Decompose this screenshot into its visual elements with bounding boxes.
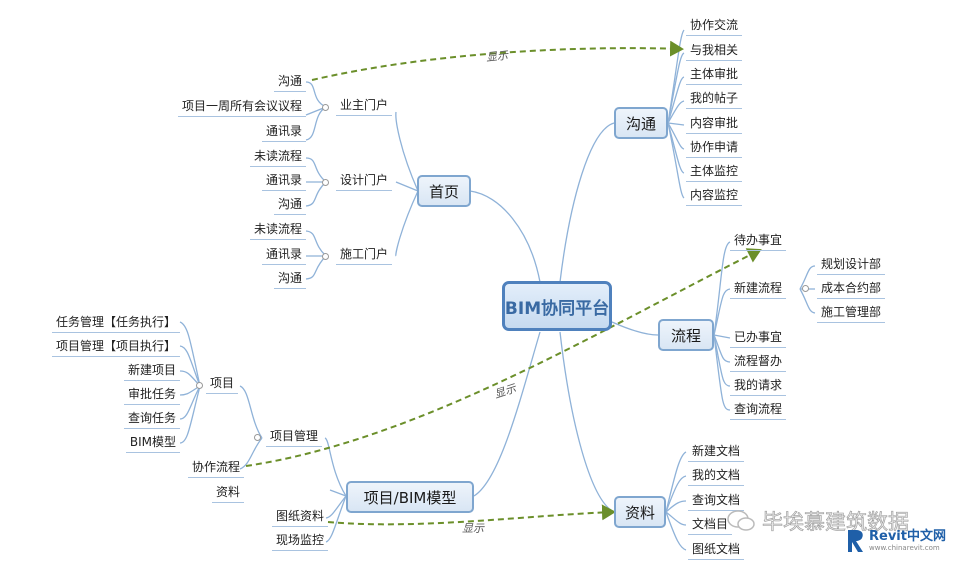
communication-item[interactable]: 主体监控 <box>686 163 743 182</box>
link-central-data <box>559 331 615 513</box>
data-item[interactable]: 图纸文档 <box>688 541 745 560</box>
project-child[interactable]: 查询任务 <box>123 410 180 429</box>
link-central-communication <box>559 122 615 283</box>
construction-portal[interactable]: 施工门户 <box>336 246 393 265</box>
collapse-dot[interactable] <box>254 434 261 441</box>
process-supervise[interactable]: 流程督办 <box>730 353 787 372</box>
owner-item[interactable]: 通讯录 <box>261 123 306 142</box>
owner-item[interactable]: 项目一周所有会议议程 <box>177 98 306 117</box>
owner-item[interactable]: 沟通 <box>273 73 306 92</box>
revit-watermark: Revit中文网 www.chinarevit.com <box>846 528 946 554</box>
data-item[interactable]: 查询文档 <box>688 492 745 511</box>
data-item[interactable]: 我的文档 <box>688 467 745 486</box>
communication-item[interactable]: 与我相关 <box>686 42 743 61</box>
process-pending[interactable]: 待办事宜 <box>730 232 787 251</box>
node-home[interactable]: 首页 <box>417 175 471 207</box>
communication-item[interactable]: 我的帖子 <box>686 90 743 109</box>
process-query[interactable]: 查询流程 <box>730 401 787 420</box>
revit-logo-icon <box>848 530 863 552</box>
communication-item[interactable]: 内容监控 <box>686 187 743 206</box>
collab-process[interactable]: 协作流程 <box>187 459 244 478</box>
central-node[interactable]: BIM协同平台 <box>502 281 612 331</box>
project-mgmt[interactable]: 项目管理 <box>266 428 323 447</box>
link-central-project <box>473 331 541 497</box>
owner-portal[interactable]: 业主门户 <box>336 97 393 116</box>
process-new[interactable]: 新建流程 <box>730 280 787 299</box>
collapse-dot[interactable] <box>802 285 809 292</box>
project-child[interactable]: 审批任务 <box>123 386 180 405</box>
link-central-home <box>469 190 541 283</box>
project-child[interactable]: 项目管理【项目执行】 <box>51 338 180 357</box>
collapse-dot[interactable] <box>196 382 203 389</box>
node-communication[interactable]: 沟通 <box>614 107 668 139</box>
construction-item[interactable]: 未读流程 <box>249 221 306 240</box>
communication-item[interactable]: 协作申请 <box>686 139 743 158</box>
display-note: 显示 <box>485 48 509 65</box>
wechat-icon <box>727 510 755 531</box>
wechat-watermark-text: 毕埃慕建筑数据 <box>762 510 910 535</box>
site-monitor[interactable]: 现场监控 <box>271 532 328 551</box>
construction-item[interactable]: 沟通 <box>273 270 306 289</box>
design-item[interactable]: 沟通 <box>273 196 306 215</box>
revit-watermark-url: www.chinarevit.com <box>869 543 940 552</box>
design-item[interactable]: 通讯录 <box>261 172 306 191</box>
collapse-dot[interactable] <box>322 104 329 111</box>
node-project-bim[interactable]: 项目/BIM模型 <box>346 481 474 513</box>
cross-link-owner-communication <box>311 40 684 81</box>
node-data[interactable]: 资料 <box>614 496 666 528</box>
project-child[interactable]: 新建项目 <box>123 362 180 381</box>
process-new-child[interactable]: 施工管理部 <box>817 304 886 323</box>
construction-item[interactable]: 通讯录 <box>261 246 306 265</box>
communication-item[interactable]: 协作交流 <box>686 17 743 36</box>
revit-watermark-text: Revit中文网 <box>869 528 946 544</box>
data-item[interactable]: 新建文档 <box>688 443 745 462</box>
process-my-requests[interactable]: 我的请求 <box>730 377 787 396</box>
communication-item[interactable]: 主体审批 <box>686 66 743 85</box>
communication-item[interactable]: 内容审批 <box>686 115 743 134</box>
design-item[interactable]: 未读流程 <box>249 148 306 167</box>
display-note: 显示 <box>462 522 484 535</box>
design-portal[interactable]: 设计门户 <box>336 172 393 191</box>
project[interactable]: 项目 <box>206 375 239 394</box>
project-drawings[interactable]: 图纸资料 <box>271 508 328 527</box>
data-item[interactable]: 文档目 <box>688 516 733 535</box>
process-new-child[interactable]: 成本合约部 <box>817 280 886 299</box>
collapse-dot[interactable] <box>322 179 329 186</box>
project-materials[interactable]: 资料 <box>211 484 244 503</box>
project-child[interactable]: 任务管理【任务执行】 <box>51 314 180 333</box>
node-process[interactable]: 流程 <box>658 319 714 351</box>
cross-link-drawings-data <box>327 504 616 526</box>
wechat-watermark: 毕埃慕建筑数据 <box>726 506 909 536</box>
link-central-process <box>611 321 659 336</box>
cross-link-collab-process <box>245 248 762 467</box>
process-new-child[interactable]: 规划设计部 <box>817 256 886 275</box>
process-done[interactable]: 已办事宜 <box>730 329 787 348</box>
collapse-dot[interactable] <box>322 253 329 260</box>
project-child[interactable]: BIM模型 <box>125 434 180 453</box>
